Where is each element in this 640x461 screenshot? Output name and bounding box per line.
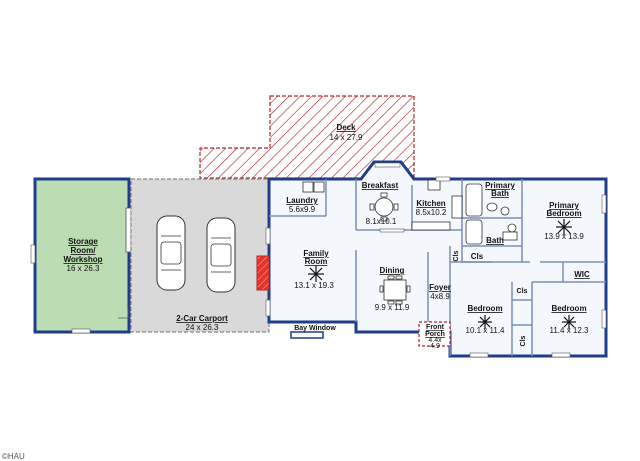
bedroom3-label: Bedroom	[551, 304, 586, 313]
bath-sink-icon	[486, 202, 498, 212]
family-dims: 13.1 x 19.3	[294, 281, 334, 290]
storage-label-line1: Storage	[68, 237, 98, 246]
car-left-icon	[156, 215, 186, 291]
ceiling-fan-icon	[478, 315, 492, 329]
toilet-icon	[500, 206, 510, 216]
front-porch	[418, 321, 451, 347]
bath-label: Bath	[486, 236, 504, 245]
range-icon	[451, 195, 463, 219]
primary-bedroom-label-line2: Bedroom	[546, 209, 581, 218]
chair-icon	[380, 192, 388, 198]
family-label-line1: Family	[303, 249, 329, 258]
bay-window-top	[374, 162, 401, 168]
room-labels: Laundry 5.6x9.9 Breakfast 8.1x10.1 Kitch…	[286, 181, 590, 350]
kitchen-label: Kitchen	[416, 199, 445, 208]
porch-label-line2: Porch	[425, 331, 445, 338]
car-right-icon	[206, 217, 236, 293]
closet-label: Cls	[520, 335, 527, 346]
bedroom2-label: Bedroom	[467, 304, 502, 313]
wic-label: WIC	[574, 270, 590, 279]
breakfast-label: Breakfast	[362, 181, 399, 190]
bath-vanity	[502, 231, 518, 241]
breakfast-table-icon	[374, 197, 394, 217]
chair-icon	[380, 216, 388, 222]
washer-icon	[302, 181, 314, 193]
dining-label: Dining	[380, 266, 405, 275]
kitchen-counter	[411, 221, 451, 231]
laundry-label: Laundry	[286, 196, 318, 205]
laundry-dims: 5.6x9.9	[289, 205, 316, 214]
porch-label-line1: Front	[426, 324, 445, 331]
bay-window	[290, 331, 324, 339]
copyright-mark: ©HAU	[2, 452, 25, 461]
kitchen-dims: 8.5x10.2	[416, 208, 447, 217]
dining-dims: 9.9 x 11.9	[375, 303, 410, 312]
toilet-icon	[507, 223, 517, 233]
carport: 2-Car Carport 24 x 26.3	[130, 178, 270, 333]
closet-label: Cls	[471, 252, 484, 261]
primary-bath-label-line1: Primary	[485, 181, 515, 190]
primary-bedroom-label-line1: Primary	[549, 201, 579, 210]
dining-table-icon	[383, 279, 407, 301]
storage-room: Storage Room/ Workshop 16 x 26.3	[30, 177, 132, 334]
carport-dims: 24 x 26.3	[186, 323, 219, 332]
bay-window-label: Bay Window	[294, 325, 336, 332]
storage-side-door	[118, 308, 129, 319]
bathtub-icon	[465, 219, 483, 245]
storage-label-line2: Room/	[71, 246, 97, 255]
closet-label: Cls	[517, 288, 528, 295]
deck-dims: 14 x 27.9	[330, 133, 363, 142]
breakfast-bay	[374, 162, 401, 168]
deck-label: Deck	[336, 123, 356, 132]
carport-label: 2-Car Carport	[176, 314, 228, 323]
foyer-label: Foyer	[429, 283, 451, 292]
ceiling-fan-icon	[308, 266, 324, 282]
ceiling-fans	[308, 219, 576, 329]
porch-dims-2: 4.9	[430, 343, 440, 350]
chair-icon	[393, 203, 399, 211]
bedroom3-dims: 11.4 x 12.3	[550, 326, 590, 335]
fixtures	[302, 179, 518, 305]
primary-bedroom-dims: 13.9 x 13.9	[544, 232, 584, 241]
storage-door	[125, 207, 132, 253]
sink-icon	[427, 179, 441, 191]
interior-walls	[269, 179, 606, 356]
fireplace	[256, 255, 270, 291]
storage-window	[71, 328, 91, 334]
family-label-line2: Room	[305, 257, 328, 266]
foyer-dims: 4x8.9	[430, 292, 450, 301]
porch-dims: 4.4x	[428, 337, 442, 344]
storage-window-side	[30, 244, 36, 264]
closet-label: Cls	[453, 250, 460, 261]
storage-dims: 16 x 26.3	[67, 264, 100, 273]
dryer-icon	[313, 181, 325, 193]
primary-bath-label-line2: Bath	[491, 189, 509, 198]
breakfast-dims: 8.1x10.1	[366, 217, 397, 226]
storage-label-line3: Workshop	[64, 255, 103, 264]
bedroom2-dims: 10.1 x 11.4	[466, 326, 506, 335]
ceiling-fan-icon	[562, 315, 576, 329]
bathtub-icon	[465, 183, 483, 217]
chair-icon	[369, 203, 375, 211]
windows	[265, 176, 607, 358]
ceiling-fan-icon	[556, 219, 572, 235]
deck-area: Deck 14 x 27.9	[199, 95, 415, 179]
